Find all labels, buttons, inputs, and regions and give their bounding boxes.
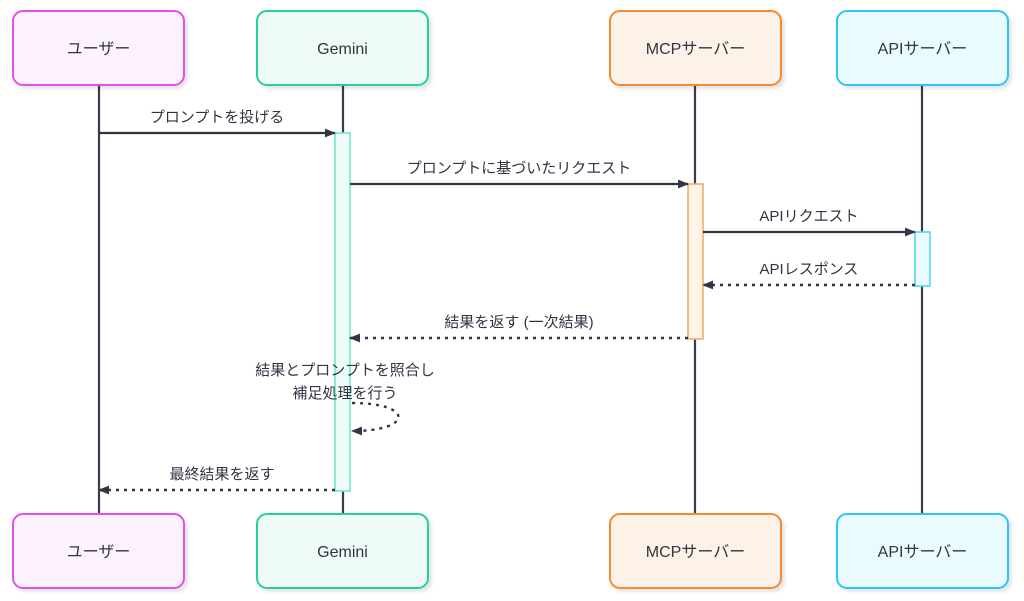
actor-label-gemini-top: Gemini [317,41,368,58]
actor-box-rect-user-bottom[interactable] [12,513,185,589]
actor-box-user-bottom[interactable]: ユーザー [12,513,185,589]
actor-box-rect-user-top[interactable] [12,10,185,86]
actor-boxes-group: ユーザーユーザーGeminiGeminiMCPサーバーMCPサーバーAPIサーバ… [12,10,1009,589]
actor-box-rect-gemini-top[interactable] [256,10,429,86]
actor-box-gemini-top[interactable]: Gemini [256,10,429,86]
msg-result-label: 結果を返す (一次結果) [444,314,593,331]
msg-self-loop-arrow [351,401,400,436]
msg-result: 結果を返す (一次結果) [349,314,688,343]
actor-box-api-top[interactable]: APIサーバー [836,10,1009,86]
msg-api-request: APIリクエスト [703,208,916,237]
api-activation [914,231,931,287]
actor-label-api-top: APIサーバー [878,41,968,58]
actor-label-user-top: ユーザー [67,40,131,58]
msg-request-label: プロンプトに基づいたリクエスト [407,160,632,177]
actor-label-user-bottom: ユーザー [67,543,131,561]
msg-api-response: APIレスポンス [702,261,915,290]
actor-label-mcp-bottom: MCPサーバー [646,544,745,561]
gemini-activation [334,132,351,492]
actor-box-rect-api-bottom[interactable] [836,513,1009,589]
msg-request: プロンプトに基づいたリクエスト [350,160,689,189]
msg-prompt-label: プロンプトを投げる [150,109,285,126]
actor-box-rect-api-top[interactable] [836,10,1009,86]
actor-box-mcp-top[interactable]: MCPサーバー [609,10,782,86]
msg-final-label: 最終結果を返す [169,466,274,483]
msg-api-response-label: APIレスポンス [760,261,859,278]
msg-api-request-label: APIリクエスト [759,208,858,225]
msg-prompt: プロンプトを投げる [99,109,336,138]
actor-box-rect-mcp-top[interactable] [609,10,782,86]
activations-group [334,132,931,492]
msg-self-loop-label-line1: 結果とプロンプトを照合し [255,362,435,379]
actor-label-api-bottom: APIサーバー [878,544,968,561]
mcp-activation [687,183,704,340]
actor-box-gemini-bottom[interactable]: Gemini [256,513,429,589]
actor-box-rect-gemini-bottom[interactable] [256,513,429,589]
actor-label-gemini-bottom: Gemini [317,544,368,561]
actor-box-api-bottom[interactable]: APIサーバー [836,513,1009,589]
lifelines-group [97,85,924,514]
msg-self-loop-label-line2: 補足処理を行う [292,385,397,402]
actor-box-rect-mcp-bottom[interactable] [609,513,782,589]
msg-final: 最終結果を返す [98,466,335,495]
actor-label-mcp-top: MCPサーバー [646,41,745,58]
actor-box-user-top[interactable]: ユーザー [12,10,185,86]
actor-box-mcp-bottom[interactable]: MCPサーバー [609,513,782,589]
